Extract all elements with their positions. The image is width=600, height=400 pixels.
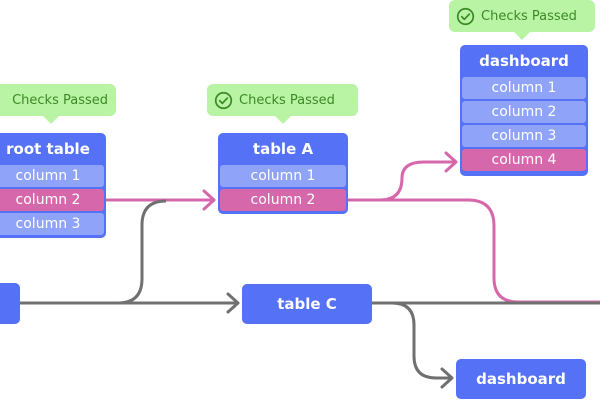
badge-label: Checks Passed [239,92,335,108]
offscreen-source-node[interactable] [0,283,20,324]
edge-tableA-column2-to-offscreen [348,198,600,304]
root-table-status-badge: Checks Passed [0,84,116,124]
edge-tableA-column2-to-dashboard-column4 [348,160,456,202]
check-circle-icon [456,7,475,25]
root-table-node[interactable]: root table column 1 column 2 column 3 [0,133,106,238]
table-a-status-badge: Checks Passed [207,84,358,124]
table-a-node[interactable]: table A column 1 column 2 [218,133,348,214]
column-item[interactable]: column 1 [0,165,104,187]
node-title: table C [277,295,337,313]
arrowhead-tableA [202,189,216,211]
column-item[interactable]: column 1 [220,165,346,187]
edge-tableC-to-dashboard-bottom [372,301,452,380]
column-item-highlighted[interactable]: column 2 [0,189,104,211]
dashboard-bottom-node[interactable]: dashboard [456,359,586,399]
node-title: root table [6,140,90,158]
arrowhead-dashboard-top [444,151,458,173]
node-title: table A [252,140,314,158]
badge-label: Checks Passed [12,92,108,108]
column-item[interactable]: column 3 [0,213,104,235]
badge-label: Checks Passed [481,8,577,24]
table-c-node[interactable]: table C [242,284,372,324]
dashboard-status-badge: Checks Passed [449,0,595,40]
arrowhead-tableC [226,292,240,314]
arrowhead-dashboard-bottom [440,367,454,389]
column-item[interactable]: column 2 [462,101,586,123]
check-circle-icon [214,91,233,109]
node-title: dashboard [479,52,569,70]
dashboard-top-node[interactable]: dashboard column 1 column 2 column 3 col… [460,45,588,176]
node-title: dashboard [476,370,566,388]
column-item-highlighted[interactable]: column 2 [220,189,346,211]
column-item[interactable]: column 1 [462,77,586,99]
column-item[interactable]: column 3 [462,125,586,147]
column-item-highlighted[interactable]: column 4 [462,149,586,171]
